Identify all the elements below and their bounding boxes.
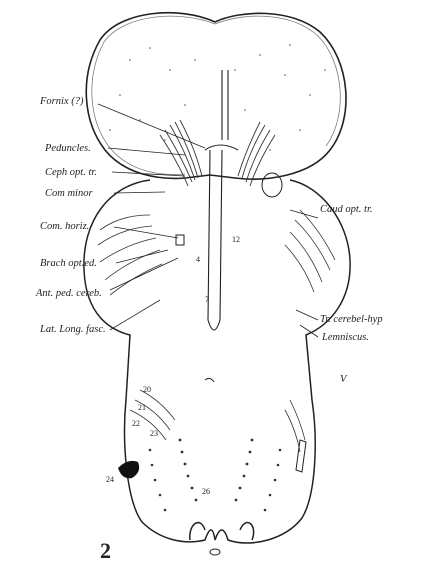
label-peduncles: Peduncles. <box>44 143 91 154</box>
numeral-24: 24 <box>106 475 114 484</box>
hemisphere-texture <box>109 44 326 151</box>
small-structures <box>176 173 306 555</box>
label-tr-cerebel-hyp: Tr. cerebel-hyp <box>320 314 383 325</box>
label-lemniscus: Lemniscus. <box>321 332 369 343</box>
label-com-horiz: Com. horiz. <box>40 221 89 232</box>
cerebral-hemispheres <box>86 13 346 179</box>
numeral-22: 22 <box>132 419 140 428</box>
label-ceph-opt-tr: Ceph opt. tr. <box>45 167 97 178</box>
label-fornix: Fornix (?) <box>39 96 84 107</box>
label-ant-ped-cereb: Ant. ped. cereb. <box>35 288 102 299</box>
numeral-20: 20 <box>143 385 151 394</box>
midline-ventricle <box>205 70 238 330</box>
dotted-columns <box>149 439 282 512</box>
label-lat-long-fasc: Lat. Long. fasc. <box>39 324 106 335</box>
label-brach-opt: Brach opt.ed. <box>40 258 97 269</box>
figure-number: 2 <box>100 538 111 563</box>
label-v: V <box>340 374 348 385</box>
numeral-12: 12 <box>232 235 240 244</box>
brainstem-outline <box>84 180 350 543</box>
numeral-7: 7 <box>205 295 209 304</box>
optic-tract-fibres <box>98 210 335 452</box>
numeral-4: 4 <box>196 255 200 264</box>
dark-mass <box>118 461 139 478</box>
numeral-21: 21 <box>138 403 146 412</box>
numeral-23: 23 <box>150 429 158 438</box>
numeral-26: 26 <box>202 487 210 496</box>
label-com-minor: Com minor <box>45 188 93 199</box>
label-caud-opt-tr: Caud opt. tr. <box>320 204 373 215</box>
